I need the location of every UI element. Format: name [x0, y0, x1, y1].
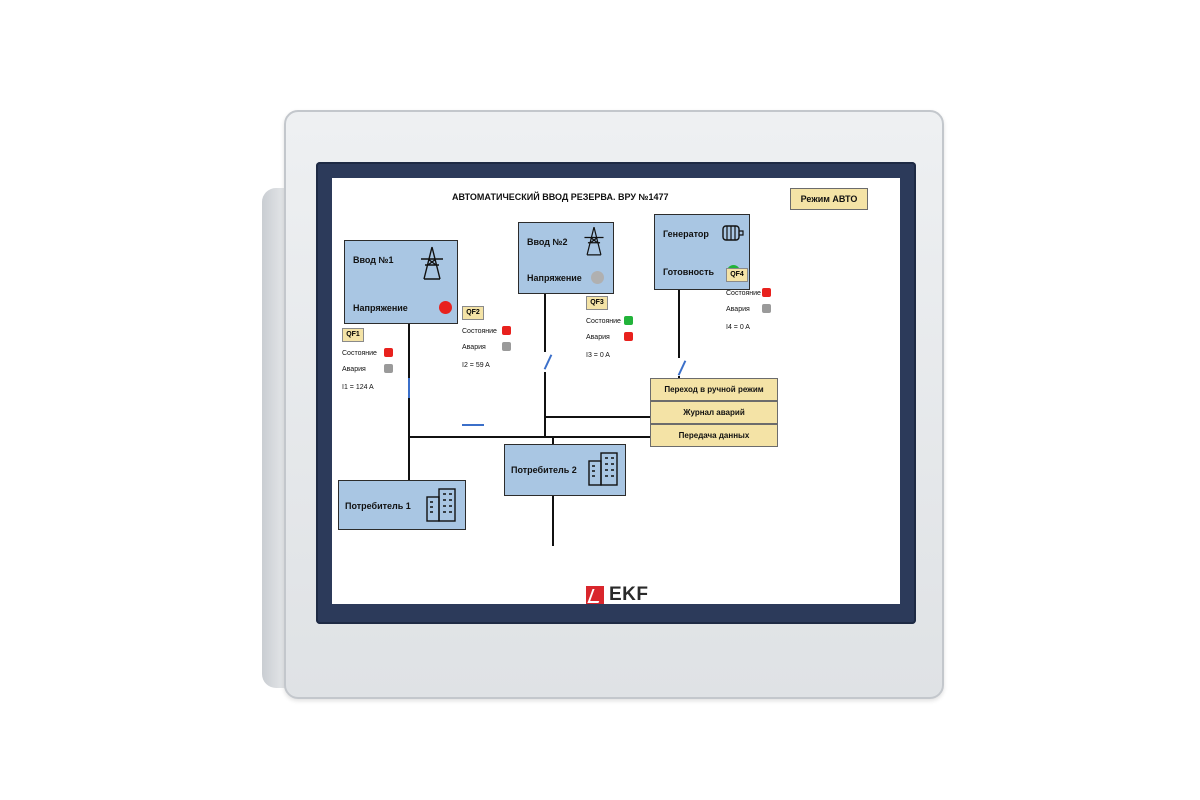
bus-line — [544, 416, 684, 418]
device-bezel: АВТОМАТИЧЕСКИЙ ВВОД РЕЗЕРВА. ВРУ №1477 Р… — [284, 110, 944, 699]
hmi-panel-device: АВТОМАТИЧЕСКИЙ ВВОД РЕЗЕРВА. ВРУ №1477 Р… — [262, 110, 944, 699]
screen-title: АВТОМАТИЧЕСКИЙ ВВОД РЕЗЕРВА. ВРУ №1477 — [452, 192, 669, 202]
qf3-state-indicator — [624, 316, 633, 325]
touch-screen: АВТОМАТИЧЕСКИЙ ВВОД РЕЗЕРВА. ВРУ №1477 Р… — [332, 178, 900, 604]
qf3-tag: QF3 — [586, 296, 608, 310]
qf3-switch[interactable] — [543, 354, 553, 370]
power-tower-icon — [421, 246, 443, 280]
consumer-2-label: Потребитель 2 — [511, 465, 577, 475]
building-icon — [588, 452, 618, 486]
building-icon — [426, 488, 456, 522]
qf2-alarm-indicator — [502, 342, 511, 351]
qf4-switch[interactable] — [677, 360, 687, 376]
ekf-logo-text: EKF — [609, 584, 649, 605]
qf1-alarm-indicator — [384, 364, 393, 373]
qf2-current: I2 = 59 A — [462, 362, 490, 369]
bus-line — [544, 292, 546, 352]
source-1-status-indicator — [439, 301, 452, 314]
qf3-alarm-label: Авария — [586, 334, 610, 341]
ekf-logo-mark — [586, 586, 604, 604]
qf2-state-indicator — [502, 326, 511, 335]
qf2-state-label: Состояние — [462, 328, 497, 335]
mode-auto-button[interactable]: Режим АВТО — [790, 188, 868, 210]
source-2-label: Ввод №2 — [527, 237, 568, 247]
generator-icon — [722, 225, 744, 241]
qf1-current: I1 = 124 A — [342, 384, 374, 391]
qf1-alarm-label: Авария — [342, 366, 366, 373]
qf2-alarm-label: Авария — [462, 344, 486, 351]
qf4-state-indicator — [762, 288, 771, 297]
bus-line — [408, 322, 410, 378]
power-tower-icon — [584, 226, 604, 256]
generator-label: Генератор — [663, 229, 709, 239]
consumer-1-label: Потребитель 1 — [345, 501, 411, 511]
bus-line — [544, 372, 546, 436]
qf1-state-indicator — [384, 348, 393, 357]
qf1-tag: QF1 — [342, 328, 364, 342]
qf2-tag: QF2 — [462, 306, 484, 320]
qf4-tag: QF4 — [726, 268, 748, 282]
source-2-box[interactable]: Ввод №2 Напряжение — [518, 222, 614, 294]
qf2-switch[interactable] — [462, 424, 484, 426]
qf3-state-label: Состояние — [586, 318, 621, 325]
qf4-alarm-indicator — [762, 304, 771, 313]
bus-line — [678, 288, 680, 358]
qf1-state-label: Состояние — [342, 350, 377, 357]
qf4-state-label: Состояние — [726, 290, 761, 297]
qf1-switch[interactable] — [408, 378, 410, 398]
source-1-box[interactable]: Ввод №1 Напряжение — [344, 240, 458, 324]
source-1-label: Ввод №1 — [353, 255, 394, 265]
bus-line — [408, 436, 678, 438]
source-2-status-label: Напряжение — [527, 273, 582, 283]
alarm-log-button[interactable]: Журнал аварий — [650, 401, 778, 424]
qf4-alarm-label: Авария — [726, 306, 750, 313]
data-transfer-button[interactable]: Передача данных — [650, 424, 778, 447]
qf3-current: I3 = 0 A — [586, 352, 610, 359]
source-1-status-label: Напряжение — [353, 303, 408, 313]
generator-status-label: Готовность — [663, 267, 715, 277]
manual-mode-button[interactable]: Переход в ручной режим — [650, 378, 778, 401]
bus-line — [408, 398, 410, 528]
qf4-current: I4 = 0 A — [726, 324, 750, 331]
qf3-alarm-indicator — [624, 332, 633, 341]
source-2-status-indicator — [591, 271, 604, 284]
consumer-2-box[interactable]: Потребитель 2 — [504, 444, 626, 496]
ekf-logo: EKF — [586, 584, 649, 606]
consumer-1-box[interactable]: Потребитель 1 — [338, 480, 466, 530]
